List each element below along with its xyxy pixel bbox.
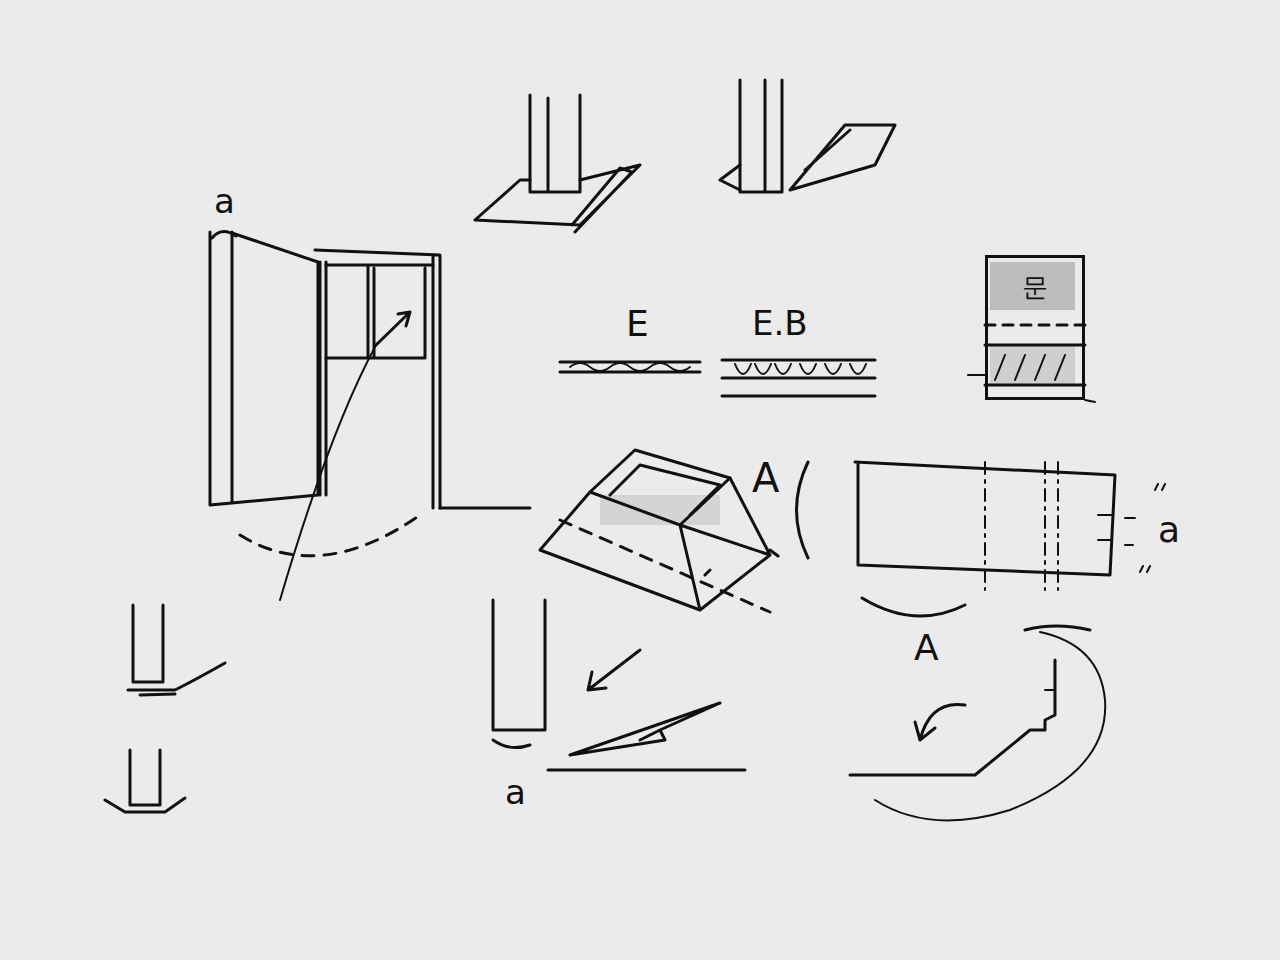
- channel-sketch: [105, 605, 225, 812]
- sketch-label: a: [505, 775, 526, 809]
- sketch-label: A: [914, 630, 939, 666]
- sketch-label: a: [214, 184, 235, 218]
- door-sketch: [210, 231, 530, 600]
- sketch-label: E: [626, 306, 649, 342]
- sketch-label: E.B: [752, 306, 808, 340]
- channel-sketch: [720, 80, 895, 192]
- sketch-label: A: [752, 458, 779, 498]
- panel-section-sketch: [797, 462, 1166, 630]
- joint-detail-sketch: [850, 632, 1105, 820]
- channel-sketch: [493, 600, 745, 770]
- door-panel-box: 문: [985, 255, 1085, 400]
- tray-sketch: [540, 450, 778, 612]
- channel-sketch: [475, 95, 640, 232]
- sketch-label: a: [1158, 512, 1180, 548]
- panel-text: 문: [996, 266, 1074, 309]
- layer-sketch: [560, 360, 875, 396]
